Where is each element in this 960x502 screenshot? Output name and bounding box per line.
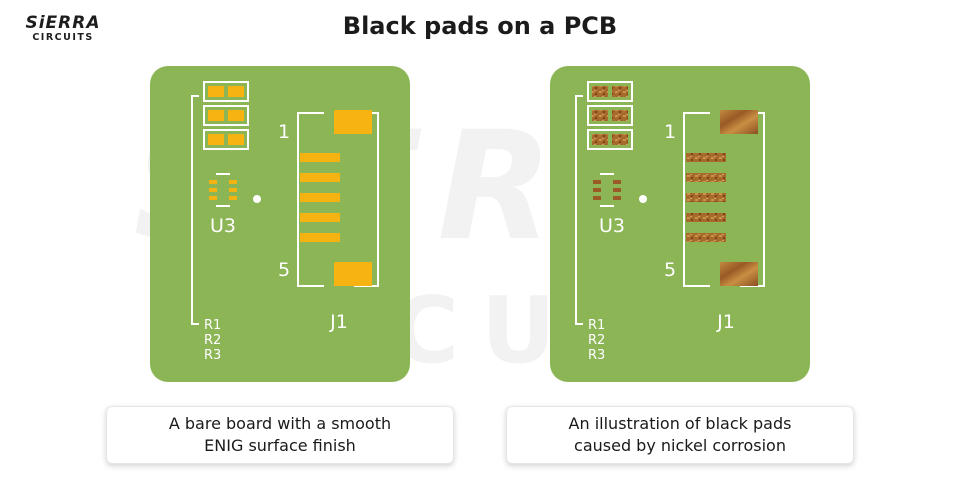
ic-pad (593, 188, 601, 192)
board-black-pad: U3 1 5 J1 R1 R2 R3 (550, 66, 810, 382)
caption-black-pad: An illustration of black pads caused by … (506, 406, 854, 464)
connector-pad (300, 173, 340, 182)
connector-pad-1 (720, 110, 758, 134)
resistor-outline-r1 (587, 81, 633, 102)
resistor-outline-r3 (587, 129, 633, 150)
ic-pad (229, 180, 237, 184)
label-pin1: 1 (278, 121, 290, 143)
caption-line: caused by nickel corrosion (574, 436, 786, 455)
label-r1: R1 (588, 318, 605, 333)
ic-pad (209, 180, 217, 184)
resistor-pad (592, 134, 608, 145)
caption-line: A bare board with a smooth (168, 414, 392, 433)
caption-enig: A bare board with a smooth ENIG surface … (106, 406, 454, 464)
ic-pad (613, 188, 621, 192)
label-r3: R3 (588, 348, 605, 363)
resistor-pad (592, 86, 608, 97)
resistor-pad (592, 110, 608, 121)
label-u3: U3 (599, 215, 625, 237)
resistor-pad (208, 110, 224, 121)
resistor-pad (612, 110, 628, 121)
resistor-pads (587, 81, 633, 150)
label-r2: R2 (588, 333, 605, 348)
ic-pad (229, 188, 237, 192)
label-j1: J1 (716, 311, 735, 333)
connector-pad (300, 153, 340, 162)
connector-pad-1 (334, 110, 372, 134)
connector-pad (300, 233, 340, 242)
resistor-pad (612, 86, 628, 97)
connector-pad (300, 213, 340, 222)
ic-pad (209, 188, 217, 192)
ic-pad (209, 196, 217, 200)
resistor-outline-r2 (203, 105, 249, 126)
ic-pad (229, 196, 237, 200)
resistor-pad (208, 134, 224, 145)
label-r3: R3 (204, 348, 221, 363)
ic-pad (593, 196, 601, 200)
connector-pad-5 (334, 262, 372, 286)
page-title: Black pads on a PCB (342, 12, 618, 40)
resistor-outline-r2 (587, 105, 633, 126)
pin1-dot (253, 195, 261, 203)
connector-pad-5 (720, 262, 758, 286)
connector-j1: 1 5 J1 (664, 110, 765, 333)
label-r1: R1 (204, 318, 221, 333)
connector-pad (686, 153, 726, 162)
connector-pad (300, 193, 340, 202)
ic-u3: U3 (593, 173, 647, 237)
resistor-pads (203, 81, 249, 150)
resistor-outline-r1 (203, 81, 249, 102)
connector-pad (686, 233, 726, 242)
resistor-pad (228, 134, 244, 145)
resistor-pad (228, 86, 244, 97)
resistor-outline-r3 (203, 129, 249, 150)
pin1-dot (639, 195, 647, 203)
company-logo: SiERRA CIRCUITS (18, 14, 108, 43)
ic-u3: U3 (209, 173, 261, 237)
ic-pad (593, 180, 601, 184)
connector-pad (686, 193, 726, 202)
resistor-pad (612, 134, 628, 145)
resistor-pad (208, 86, 224, 97)
connector-j1: 1 5 J1 (278, 110, 379, 333)
silkscreen-bracket (575, 95, 583, 325)
silkscreen-bracket (191, 95, 199, 325)
connector-pad (686, 173, 726, 182)
logo-subtitle: CIRCUITS (32, 32, 94, 43)
ic-pad (613, 180, 621, 184)
label-u3: U3 (210, 215, 236, 237)
label-pin5: 5 (278, 259, 290, 281)
connector-pad (686, 213, 726, 222)
caption-line: An illustration of black pads (568, 414, 792, 433)
label-pin1: 1 (664, 121, 676, 143)
logo-wordmark: SiERRA (25, 13, 101, 33)
ic-pad (613, 196, 621, 200)
board-enig: U3 1 5 J1 R1 R2 R3 (150, 66, 410, 382)
caption-line: ENIG surface finish (204, 436, 356, 455)
label-pin5: 5 (664, 259, 676, 281)
label-j1: J1 (329, 311, 348, 333)
label-r2: R2 (204, 333, 221, 348)
resistor-pad (228, 110, 244, 121)
